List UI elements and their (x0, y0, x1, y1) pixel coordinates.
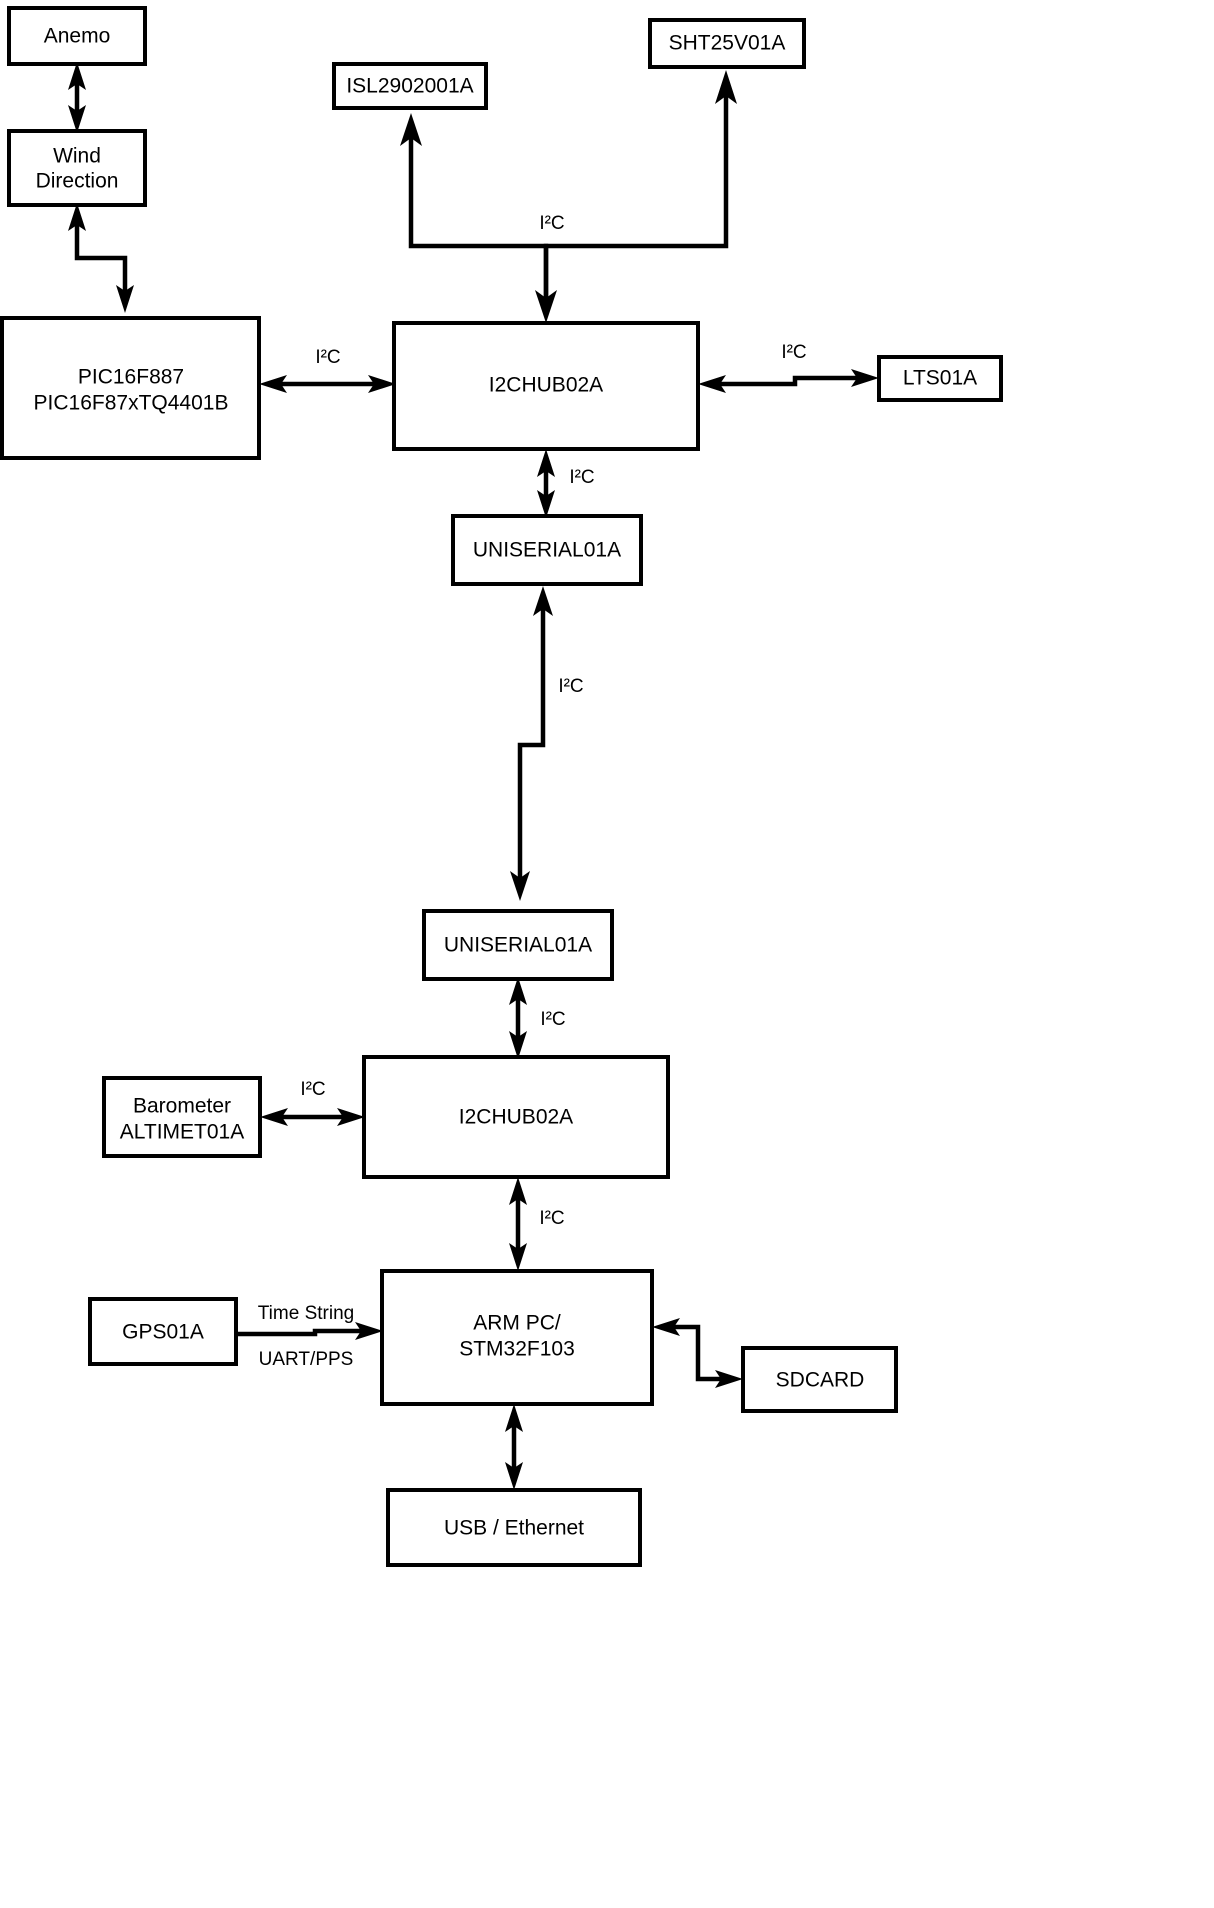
node-arm-pc-box[interactable] (380, 1269, 654, 1406)
node-usb-ethernet-box[interactable] (386, 1488, 642, 1567)
node-i2chub02a-top-label: I2CHUB02A (489, 374, 603, 397)
edge-i2cbus-into-i2chub-top: I²C (535, 213, 565, 323)
edge-label-i2c-barometer: I²C (300, 1079, 325, 1100)
node-wind-direction-label-line2: Direction (36, 170, 119, 193)
node-sht25v01a-label: SHT25V01A (669, 32, 786, 55)
node-pic16f887[interactable]: PIC16F887 PIC16F87xTQ4401B (0, 316, 261, 460)
node-pic16f887-box[interactable] (0, 316, 261, 460)
node-sdcard[interactable]: SDCARD (741, 1346, 898, 1413)
node-arm-pc-label-line2: STM32F103 (459, 1338, 575, 1361)
node-sdcard-box[interactable] (741, 1346, 898, 1413)
node-i2chub02a-top-box[interactable] (392, 321, 700, 451)
node-uniserial01a-lower-box[interactable] (422, 909, 614, 981)
edge-label-i2c-uniserial-link: I²C (558, 676, 583, 697)
edge-label-uart-pps: UART/PPS (259, 1349, 354, 1370)
node-lts01a-box[interactable] (877, 355, 1003, 402)
node-uniserial01a-upper-box[interactable] (451, 514, 643, 586)
edge-label-i2c-uniserial2-hub: I²C (540, 1009, 565, 1030)
edge-label-i2c-bus-top: I²C (539, 213, 564, 234)
node-gps01a-box[interactable] (88, 1297, 238, 1366)
node-barometer-label-line2: ALTIMET01A (120, 1121, 244, 1144)
edge-winddirection-pic (68, 203, 134, 313)
node-uniserial01a-upper[interactable]: UNISERIAL01A (451, 514, 643, 586)
edge-uniserial2-i2chub-bot: I²C (509, 977, 566, 1059)
node-lts01a-label: LTS01A (903, 367, 977, 390)
edge-label-time-string: Time String (258, 1303, 354, 1324)
node-usb-ethernet[interactable]: USB / Ethernet (386, 1488, 642, 1567)
node-i2chub02a-bottom-box[interactable] (362, 1055, 670, 1179)
node-barometer-altimet01a[interactable]: Barometer ALTIMET01A (102, 1076, 262, 1158)
edge-label-i2c-armpc: I²C (539, 1208, 564, 1229)
node-i2chub02a-top[interactable]: I2CHUB02A (392, 321, 700, 451)
node-isl2902001a-box[interactable] (332, 62, 488, 110)
node-uniserial01a-lower[interactable]: UNISERIAL01A (422, 909, 614, 981)
edge-uniserial1-uniserial2: I²C (510, 586, 584, 901)
node-barometer-label-line1: Barometer (133, 1095, 231, 1118)
node-isl2902001a-label: ISL2902001A (346, 75, 473, 98)
edge-armpc-sdcard (652, 1318, 743, 1388)
edge-i2chub-bot-armpc: I²C (509, 1177, 565, 1271)
edge-i2chub-isl2902001a (400, 113, 549, 312)
node-uniserial01a-lower-label: UNISERIAL01A (444, 934, 592, 957)
node-anemo-box[interactable] (7, 6, 147, 66)
node-sht25v01a-box[interactable] (648, 18, 806, 69)
node-sdcard-label: SDCARD (776, 1369, 865, 1392)
edge-i2chub-top-uniserial1: I²C (537, 449, 595, 518)
edge-armpc-usb-ethernet (505, 1404, 523, 1490)
edge-gps01a-armpc: Time String UART/PPS (237, 1303, 383, 1370)
node-anemo-label: Anemo (44, 25, 111, 48)
edge-barometer-i2chub-bot: I²C (260, 1079, 365, 1126)
node-wind-direction-box[interactable] (7, 129, 147, 207)
node-gps01a-label: GPS01A (122, 1321, 204, 1344)
edge-label-i2c-uniserial1: I²C (569, 467, 594, 488)
node-wind-direction-label-line1: Wind (53, 145, 101, 168)
node-i2chub02a-bottom-label: I2CHUB02A (459, 1106, 573, 1129)
edge-label-i2c-lts: I²C (781, 342, 806, 363)
edge-anemo-winddirection (68, 62, 86, 133)
node-wind-direction[interactable]: Wind Direction (7, 129, 147, 207)
node-pic16f887-label-line1: PIC16F887 (78, 366, 184, 389)
edge-label-i2c: I²C (315, 347, 340, 368)
node-arm-pc-label-line1: ARM PC/ (473, 1312, 561, 1335)
node-usb-ethernet-label: USB / Ethernet (444, 1517, 584, 1540)
node-i2chub02a-bottom[interactable]: I2CHUB02A (362, 1055, 670, 1179)
node-uniserial01a-upper-label: UNISERIAL01A (473, 539, 621, 562)
edge-i2chub-lts01a: I²C (698, 342, 879, 393)
node-barometer-altimet01a-box[interactable] (102, 1076, 262, 1158)
node-sht25v01a[interactable]: SHT25V01A (648, 18, 806, 69)
node-pic16f887-label-line2: PIC16F87xTQ4401B (34, 392, 229, 415)
node-gps01a[interactable]: GPS01A (88, 1297, 238, 1366)
node-arm-pc-stm32f103[interactable]: ARM PC/ STM32F103 (380, 1269, 654, 1406)
node-lts01a[interactable]: LTS01A (877, 355, 1003, 402)
node-anemo[interactable]: Anemo (7, 6, 147, 66)
edge-i2chub-sht25v01a (543, 70, 737, 312)
node-isl2902001a[interactable]: ISL2902001A (332, 62, 488, 110)
edge-pic-i2chub-top: I²C (259, 347, 396, 393)
